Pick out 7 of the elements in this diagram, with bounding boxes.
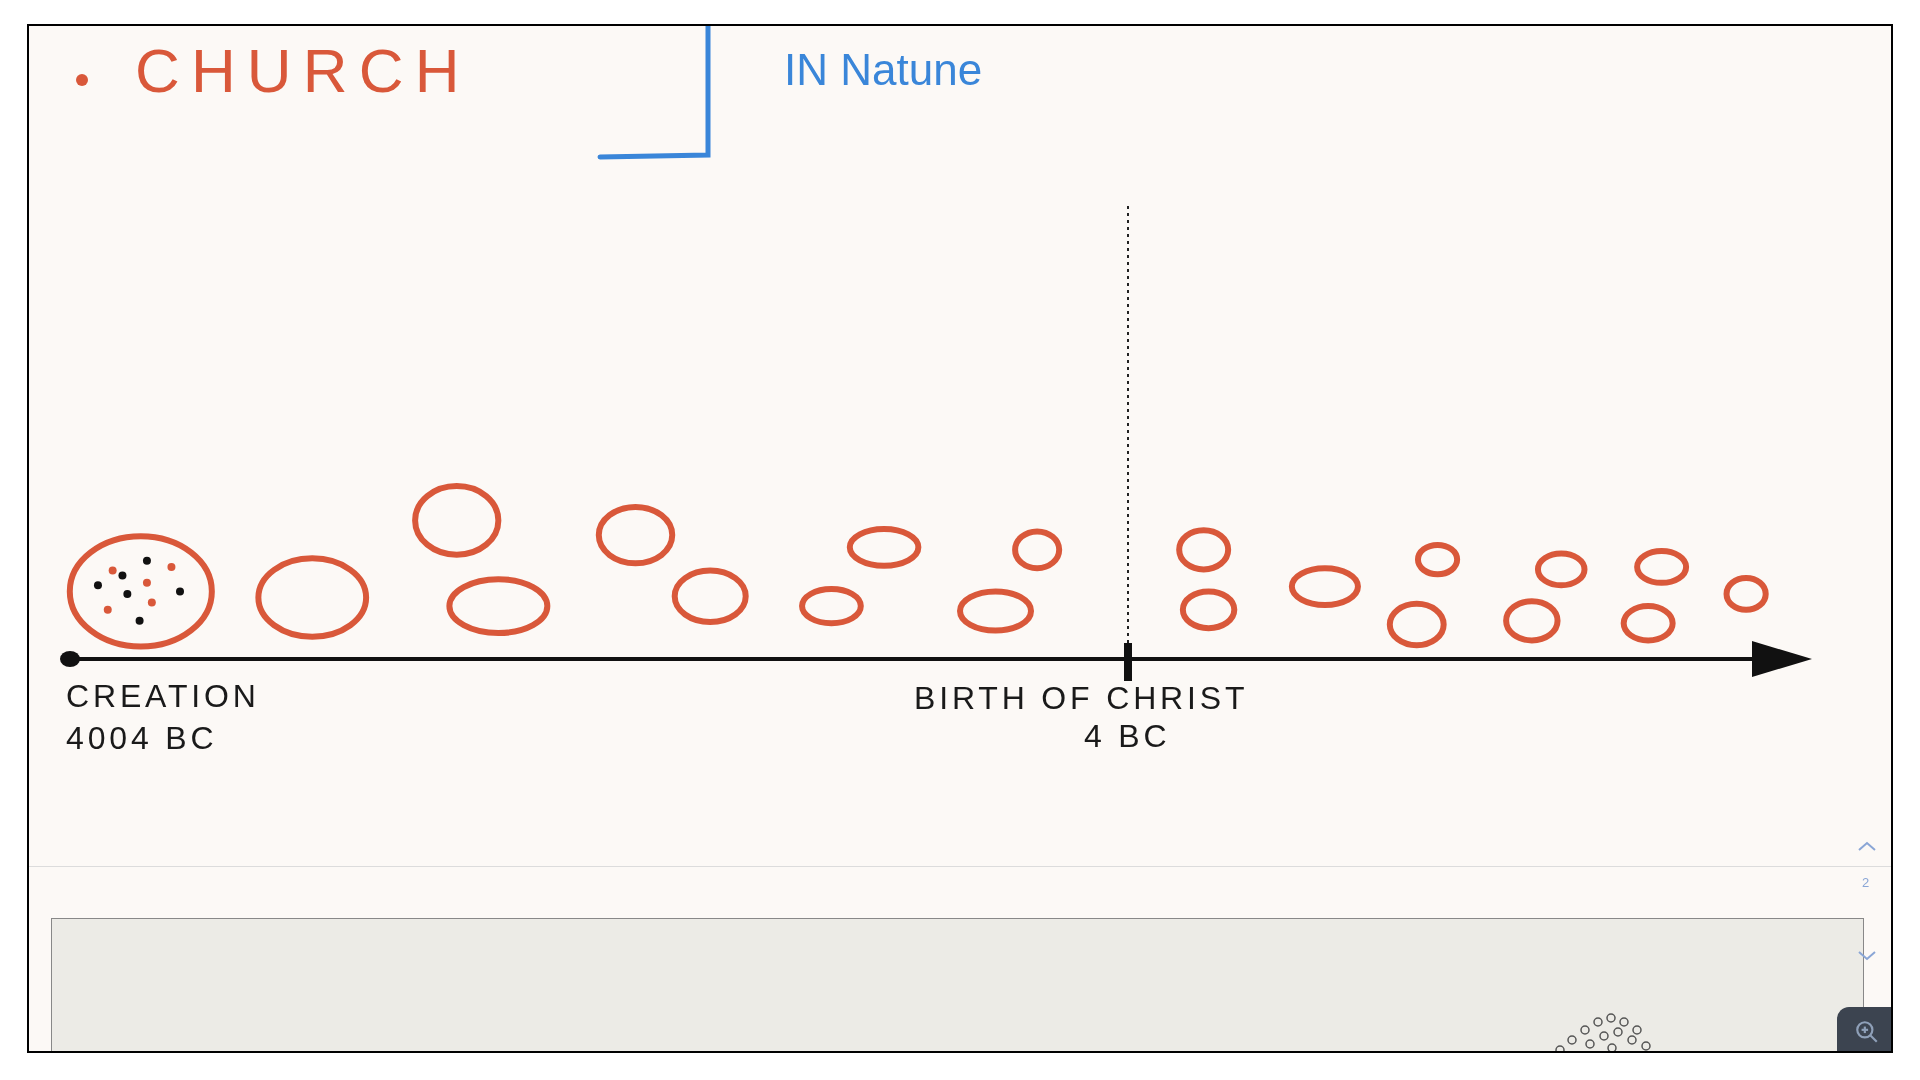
date-label: 4 BC — [1084, 720, 1171, 752]
date-label: 4004 BC — [66, 722, 218, 754]
note-text: IN Natune — [784, 48, 983, 92]
timeline-label: CREATION — [66, 680, 260, 712]
heading-text: CHURCH — [135, 40, 471, 102]
page-number: 2 — [1862, 876, 1870, 889]
timeline-label: BIRTH OF CHRIST — [914, 682, 1249, 714]
